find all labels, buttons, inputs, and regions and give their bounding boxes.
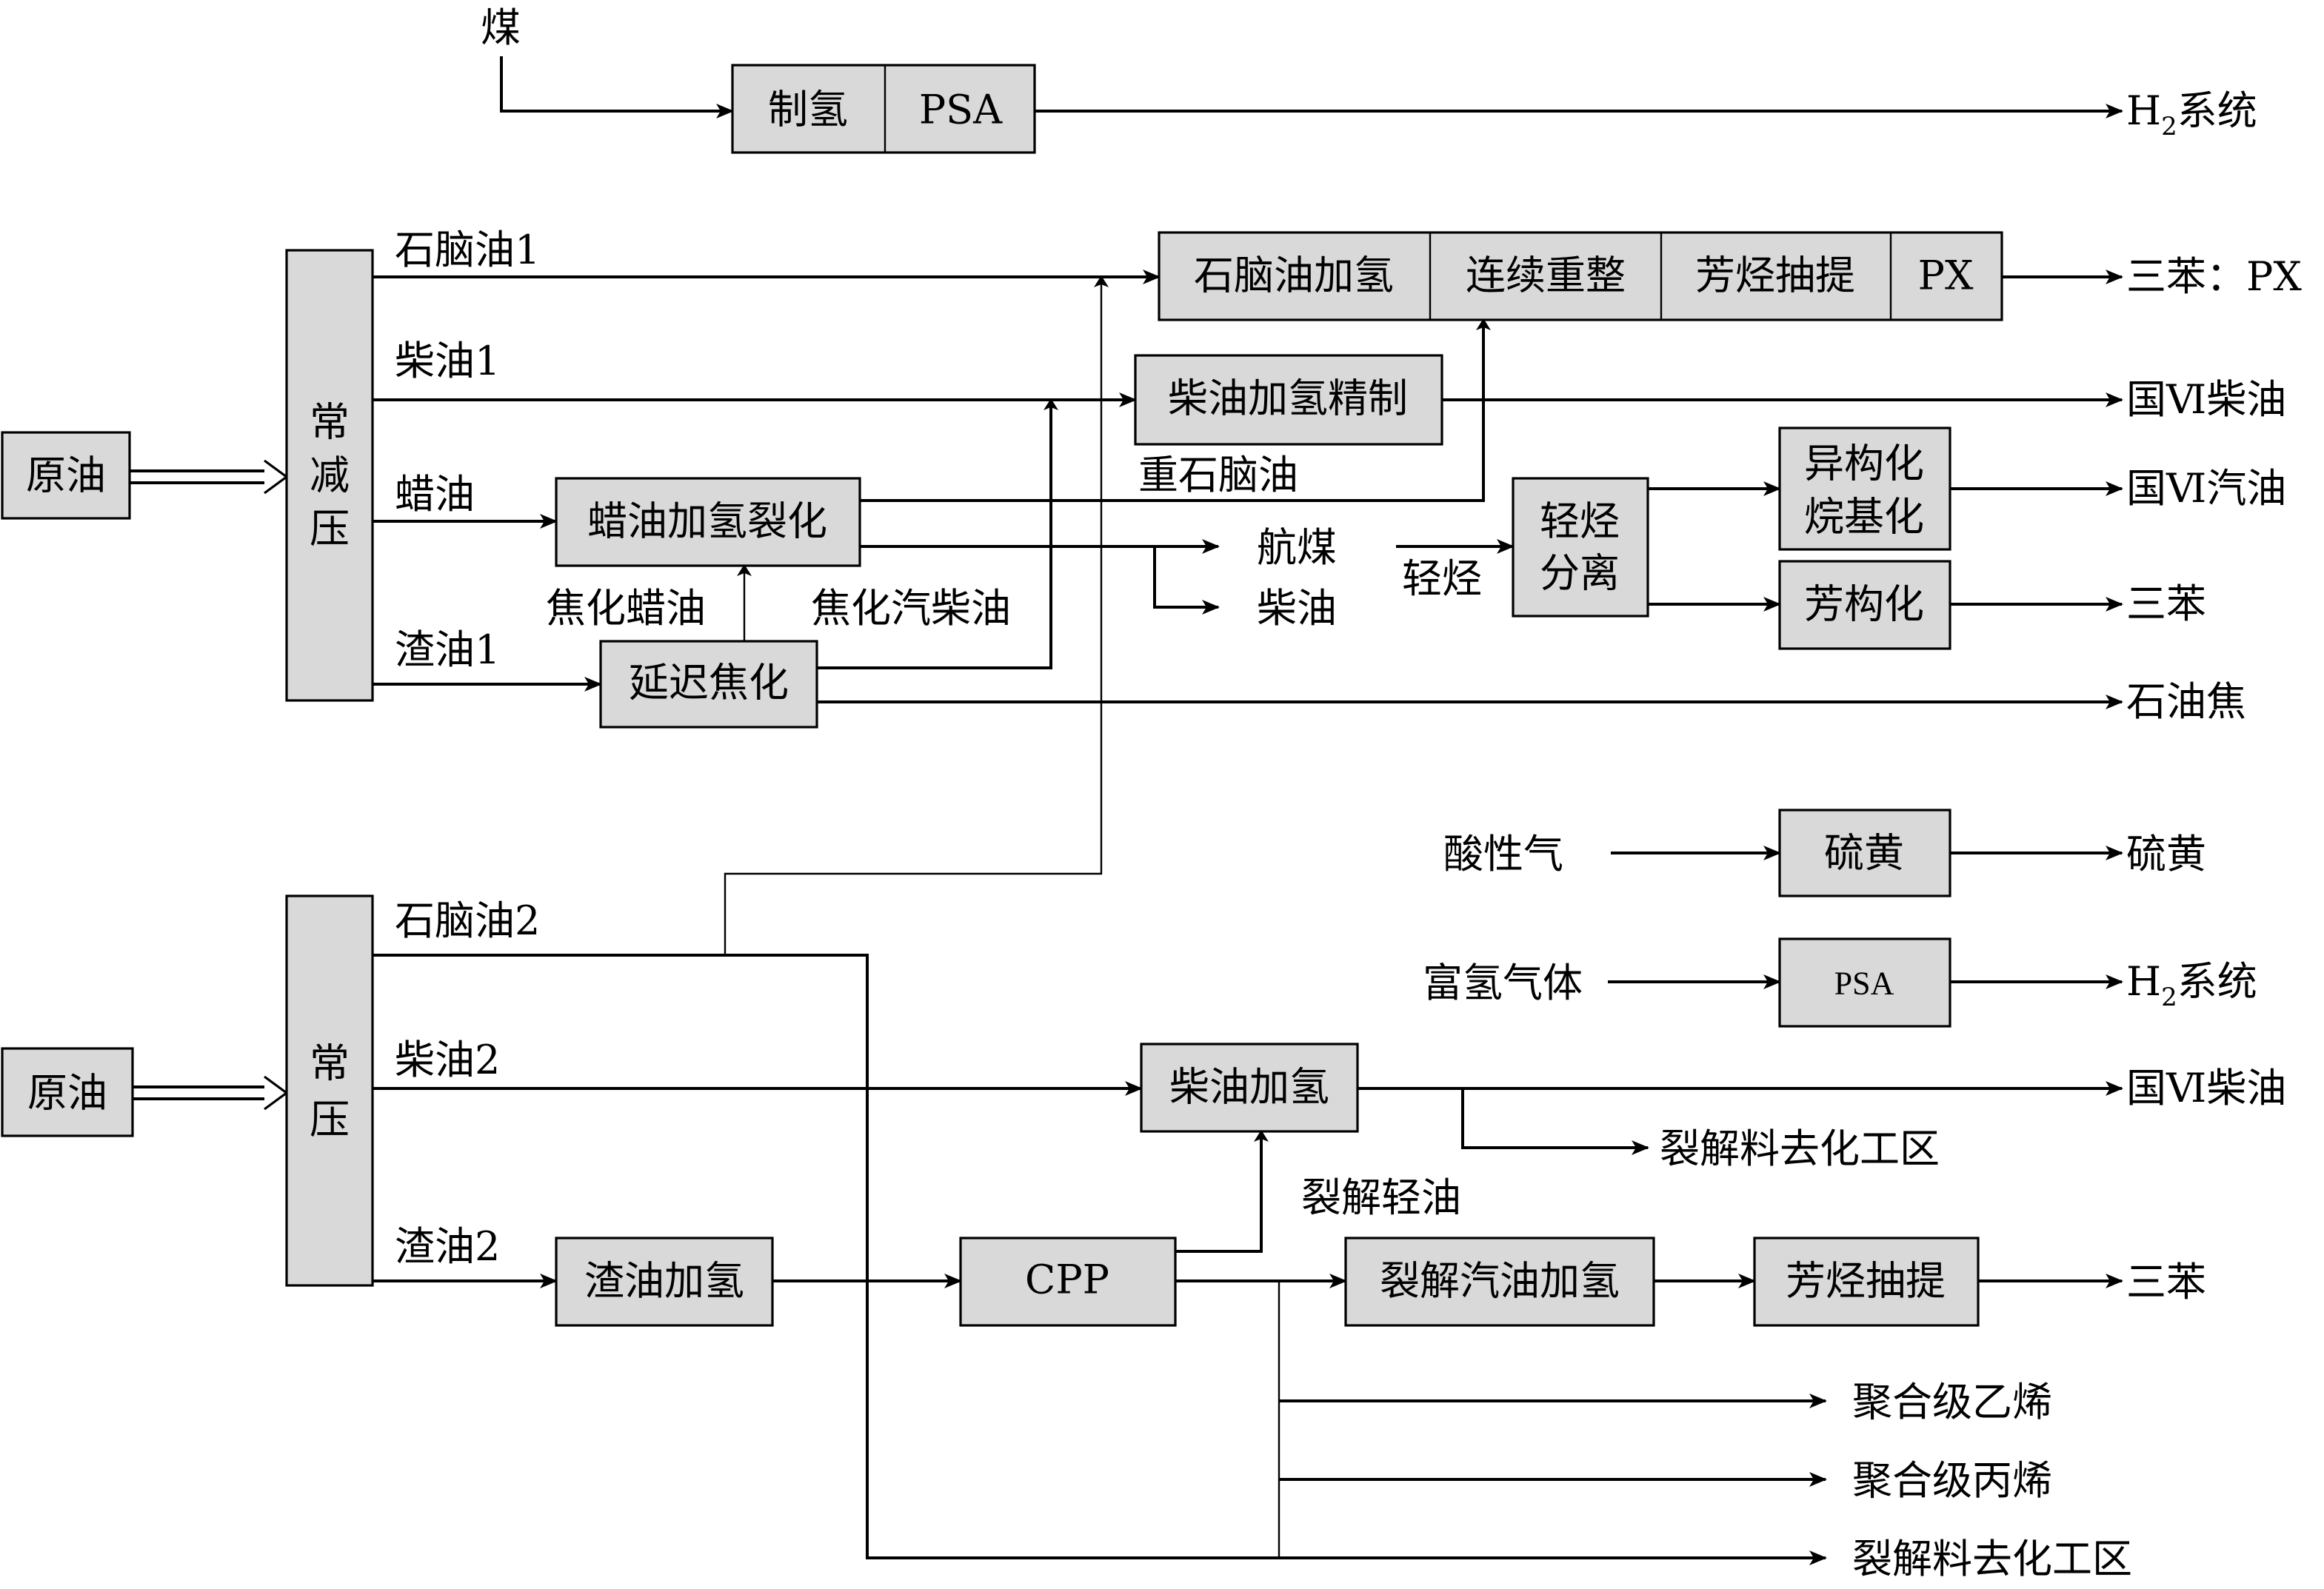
column2-char-2: 压: [310, 1097, 350, 1143]
pygas-hydrotreating-box[interactable]: 裂解汽油加氢: [1344, 1237, 1655, 1327]
h2-make-label: 制氢: [768, 87, 848, 133]
h2-rich-gas-label: 富氢气体: [1423, 960, 1583, 1006]
acid-gas-label: 酸性气: [1443, 831, 1563, 877]
diesel-vi-output-2: 国Ⅵ柴油: [2126, 1065, 2286, 1111]
h2-system-output-top: H2系统: [2126, 87, 2257, 141]
sulfur-output: 硫黄: [2126, 831, 2206, 877]
column2-char-1: 常: [310, 1040, 350, 1087]
naphtha1-label: 石脑油1: [395, 227, 540, 273]
psa-unit-label: PSA: [1834, 966, 1894, 1002]
aromatization-label: 芳构化: [1804, 581, 1924, 628]
column-char-2: 减: [310, 452, 350, 499]
jet-fuel-label: 航煤: [1257, 524, 1337, 571]
h2-system-output-2: H2系统: [2126, 958, 2257, 1012]
diesel1-label: 柴油1: [395, 338, 500, 384]
propylene-output: 聚合级丙烯: [1852, 1457, 2052, 1504]
cracked-light-oil-label: 裂解轻油: [1301, 1174, 1461, 1221]
wax-hydrocracking-label: 蜡油加氢裂化: [587, 498, 827, 545]
sulfur-unit-label: 硫黄: [1824, 830, 1904, 877]
diesel-hydrotreating-label: 柴油加氢: [1169, 1064, 1329, 1111]
naphtha2-to-cracking-arrow: [373, 954, 1827, 1565]
aromatics-extraction-label-2: 芳烃抽提: [1786, 1258, 1946, 1305]
naphtha2-label: 石脑油2: [395, 897, 540, 944]
psa-unit-box[interactable]: PSA: [1778, 937, 1951, 1028]
ethylene-output: 聚合级乙烯: [1852, 1379, 2052, 1425]
cpp-box[interactable]: CPP: [959, 1237, 1177, 1327]
atm-column[interactable]: 常 压: [285, 894, 374, 1287]
crude-oil-box-1[interactable]: 原油: [1, 431, 131, 520]
sulfur-unit-box[interactable]: 硫黄: [1778, 809, 1951, 897]
naphtha-chain-box[interactable]: 石脑油加氢 连续重整 芳烃抽提 PX: [1158, 231, 2003, 321]
aromatics-extraction-box-2[interactable]: 芳烃抽提: [1753, 1237, 1980, 1327]
btx-px-output: 三苯：PX: [2126, 253, 2302, 300]
diesel-product-label: 柴油: [1257, 585, 1337, 632]
pygas-hydrotreating-label: 裂解汽油加氢: [1380, 1258, 1620, 1305]
naphtha2-to-chain-arrow: [724, 275, 1109, 955]
delayed-coking-label: 延迟焦化: [629, 660, 789, 706]
diesel2-label: 柴油2: [395, 1037, 500, 1083]
coal-feed-arrow: [500, 56, 734, 118]
crude-oil-box-2[interactable]: 原油: [1, 1047, 134, 1137]
petcoke-output: 石油焦: [2126, 678, 2246, 725]
psa-label: PSA: [919, 87, 1003, 133]
wax-hydrocracking-box[interactable]: 蜡油加氢裂化: [555, 477, 861, 567]
diesel-hydrorefining-box[interactable]: 柴油加氢精制: [1134, 354, 1443, 446]
crack-feed-output-2: 裂解料去化工区: [1852, 1536, 2132, 1582]
h2-make-psa-box[interactable]: 制氢 PSA: [731, 64, 1036, 154]
delayed-coking-box[interactable]: 延迟焦化: [599, 640, 818, 729]
diesel-product-arrow: [1153, 546, 1220, 615]
isomerization-alkylation-box[interactable]: 异构化 烷基化: [1778, 426, 1951, 551]
aromatization-box[interactable]: 芳构化: [1778, 560, 1951, 650]
ccr-label: 连续重整: [1466, 252, 1626, 299]
btx-output-2: 三苯: [2126, 1259, 2206, 1305]
residue-hydrotreating-label: 渣油加氢: [584, 1258, 744, 1305]
coker-gas-diesel-label: 焦化汽柴油: [811, 585, 1011, 632]
alkylation-label: 烷基化: [1804, 494, 1924, 541]
column-char-1: 常: [310, 399, 350, 446]
naphtha-hydrotreat-label: 石脑油加氢: [1194, 252, 1394, 299]
diesel-hydrorefining-label: 柴油加氢精制: [1168, 375, 1408, 422]
crack-feed-arrow-1: [1461, 1088, 1649, 1155]
aromatics-extraction-label-1: 芳烃抽提: [1695, 252, 1855, 299]
isomerization-label: 异构化: [1804, 441, 1924, 487]
column-char-3: 压: [310, 506, 350, 552]
crude-double-arrow-1: [130, 459, 289, 495]
cracked-light-oil-arrow: [1175, 1130, 1269, 1253]
residue-hydrotreating-box[interactable]: 渣油加氢: [555, 1237, 774, 1327]
coal-label: 煤: [481, 4, 521, 51]
coker-gas-diesel-arrow: [817, 398, 1058, 669]
diesel-vi-output-1: 国Ⅵ柴油: [2126, 376, 2286, 423]
light-hc-label: 轻烃: [1402, 555, 1482, 602]
wax-oil-label: 蜡油: [395, 471, 475, 518]
crude-oil-label-2: 原油: [27, 1070, 107, 1117]
atm-vac-column[interactable]: 常 减 压: [285, 249, 374, 702]
px-label: PX: [1918, 252, 1974, 299]
heavy-naphtha-label: 重石脑油: [1138, 452, 1298, 498]
diesel-hydrotreating-box[interactable]: 柴油加氢: [1140, 1043, 1359, 1133]
crack-feed-output-1: 裂解料去化工区: [1660, 1125, 1940, 1172]
btx-output-1: 三苯: [2126, 581, 2206, 627]
coker-wax-label: 焦化蜡油: [546, 585, 706, 632]
residue2-label: 渣油2: [395, 1223, 500, 1270]
residue1-label: 渣油1: [395, 626, 500, 673]
heavy-naphtha-arrow: [860, 318, 1491, 502]
light-hc-separation-box[interactable]: 轻烃 分离: [1512, 477, 1649, 618]
cpp-label: CPP: [1025, 1257, 1109, 1303]
light-hc-sep-line1: 轻烃: [1540, 498, 1620, 545]
crude-oil-label-1: 原油: [26, 452, 106, 499]
light-hc-sep-line2: 分离: [1540, 550, 1620, 597]
gasoline-vi-output: 国Ⅵ汽油: [2126, 465, 2286, 512]
crude-double-arrow-2: [133, 1075, 289, 1111]
